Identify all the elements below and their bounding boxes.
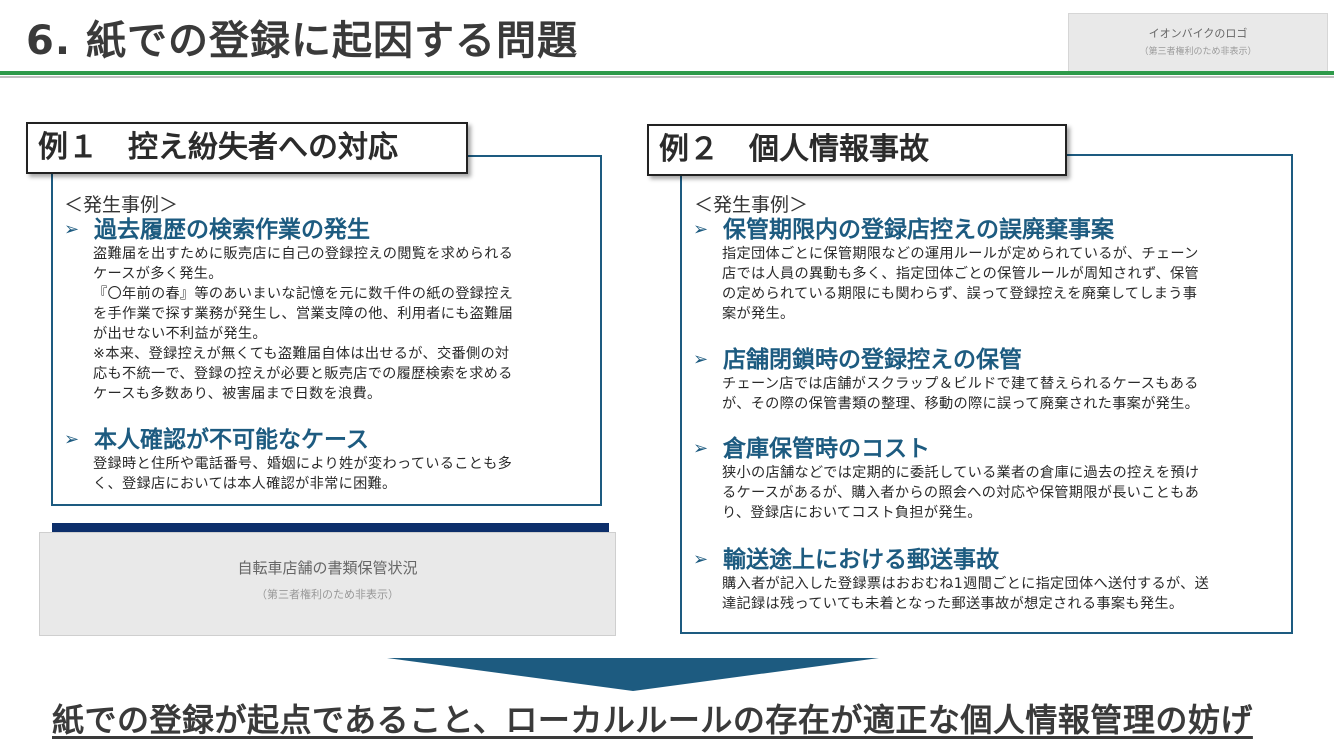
- body-line: が、その際の保管書類の整理、移動の際に誤って廃棄された事案が発生。: [722, 396, 1200, 412]
- body-line: 『〇年前の春』等のあいまいな記憶を元に数千件の紙の登録控え: [93, 286, 514, 302]
- arrow-bullet-icon: ➢: [693, 349, 709, 370]
- header-divider-gray: [0, 76, 1334, 78]
- item-heading-text: 店舗閉鎖時の登録控えの保管: [723, 347, 1022, 373]
- body-line: ※本来、登録控えが無くても盗難届自体は出せるが、交番側の対: [93, 346, 510, 362]
- body-line: ケースが多く発生。: [93, 266, 223, 282]
- body-line: チェーン店では店舗がスクラップ＆ビルドで建て替えられるケースもある: [722, 376, 1199, 392]
- item-body: 盗難届を出すために販売店に自己の登録控えの閲覧を求められる ケースが多く発生。 …: [64, 244, 594, 404]
- item-heading-text: 倉庫保管時のコスト: [723, 436, 930, 462]
- example1-item-search: ➢ 過去履歴の検索作業の発生 盗難届を出すために販売店に自己の登録控えの閲覧を求め…: [64, 216, 594, 404]
- arrow-bullet-icon: ➢: [64, 429, 80, 450]
- logo-placeholder: イオンバイクのロゴ （第三者権利のため非表示）: [1068, 13, 1328, 72]
- item-heading: ➢ 店舗閉鎖時の登録控えの保管: [693, 346, 1288, 374]
- example2-subheading: ＜発生事例＞: [694, 194, 809, 216]
- example2-item-disposal: ➢ 保管期限内の登録店控えの誤廃棄事案 指定団体ごとに保管期限などの運用ルールが定…: [693, 216, 1288, 324]
- item-heading-text: 輸送途上における郵送事故: [723, 547, 999, 573]
- example2-panel: [680, 154, 1293, 634]
- example1-subheading: ＜発生事例＞: [64, 194, 179, 216]
- body-line: ケースも多数あり、被害届まで日数を浪費。: [93, 386, 382, 402]
- body-line: 達記録は残っていても未着となった郵送事故が想定される事案も発生。: [722, 596, 1184, 612]
- item-heading: ➢ 保管期限内の登録店控えの誤廃棄事案: [693, 216, 1288, 244]
- example2-item-closure: ➢ 店舗閉鎖時の登録控えの保管 チェーン店では店舗がスクラップ＆ビルドで建て替えら…: [693, 346, 1288, 414]
- item-heading: ➢ 倉庫保管時のコスト: [693, 435, 1288, 463]
- body-line: く、登録店においては本人確認が非常に困難。: [93, 476, 397, 492]
- example1-tag: 例１ 控え紛失者への対応: [26, 122, 468, 174]
- example2-item-mail: ➢ 輸送途上における郵送事故 購入者が記入した登録票はおおむね1週間ごとに指定団体…: [693, 546, 1288, 614]
- example1-item-identity: ➢ 本人確認が不可能なケース 登録時と住所や電話番号、婚姻により姓が変わっているこ…: [64, 426, 594, 494]
- body-line: 店では人員の異動も多く、指定団体ごとの保管ルールが周知されず、保管: [722, 266, 1199, 282]
- arrow-bullet-icon: ➢: [64, 219, 80, 240]
- conclusion-text: 紙での登録が起点であること、ローカルルールの存在が適正な個人情報管理の妨げ: [52, 701, 1253, 739]
- example1-panel: [51, 155, 602, 506]
- header-divider-green: [0, 71, 1334, 75]
- arrow-bullet-icon: ➢: [693, 549, 709, 570]
- arrow-bullet-icon: ➢: [693, 438, 709, 459]
- example2-tag: 例２ 個人情報事故: [647, 124, 1067, 176]
- item-body: チェーン店では店舗がスクラップ＆ビルドで建て替えられるケースもある が、その際の…: [693, 374, 1288, 414]
- item-heading: ➢ 過去履歴の検索作業の発生: [64, 216, 594, 244]
- body-line: の定められている期限にも関わらず、誤って登録控えを廃棄してしまう事: [722, 286, 1198, 302]
- example2-item-warehouse: ➢ 倉庫保管時のコスト 狭小の店舗などでは定期的に委託している業者の倉庫に過去の控…: [693, 435, 1288, 523]
- photo-placeholder: 自転車店舗の書類保管状況 （第三者権利のため非表示）: [39, 532, 616, 636]
- item-body: 狭小の店舗などでは定期的に委託している業者の倉庫に過去の控えを預け るケースがあ…: [693, 463, 1288, 523]
- body-line: り、登録店においてコスト負担が発生。: [722, 505, 982, 521]
- body-line: 登録時と住所や電話番号、婚姻により姓が変わっていることも多: [93, 456, 513, 472]
- body-line: 応も不統一で、登録の控えが必要と販売店での履歴検索を求める: [93, 366, 513, 382]
- item-heading-text: 過去履歴の検索作業の発生: [94, 217, 370, 243]
- body-line: るケースがあるが、購入者からの照会への対応や保管期限が長いこともあ: [722, 485, 1200, 501]
- logo-note: （第三者権利のため非表示）: [1139, 47, 1257, 57]
- item-heading: ➢ 輸送途上における郵送事故: [693, 546, 1288, 574]
- item-body: 購入者が記入した登録票はおおむね1週間ごとに指定団体へ送付するが、送 達記録は残…: [693, 574, 1288, 614]
- logo-label: イオンバイクのロゴ: [1148, 27, 1248, 40]
- body-line: 狭小の店舗などでは定期的に委託している業者の倉庫に過去の控えを預け: [722, 465, 1200, 481]
- body-line: 案が発生。: [722, 306, 795, 322]
- body-line: を手作業で探す業務が発生し、営業支障の他、利用者にも盗難届: [93, 306, 514, 322]
- page-title: 6. 紙での登録に起因する問題: [26, 18, 578, 64]
- item-heading: ➢ 本人確認が不可能なケース: [64, 426, 594, 454]
- body-line: 盗難届を出すために販売店に自己の登録控えの閲覧を求められる: [93, 246, 514, 262]
- arrow-bullet-icon: ➢: [693, 219, 709, 240]
- item-heading-text: 本人確認が不可能なケース: [94, 427, 369, 453]
- item-body: 登録時と住所や電話番号、婚姻により姓が変わっていることも多 く、登録店においては…: [64, 454, 594, 494]
- body-line: が出せない不利益が発生。: [93, 326, 267, 342]
- down-arrow-icon: [387, 658, 879, 691]
- photo-label: 自転車店舗の書類保管状況: [237, 559, 418, 577]
- item-body: 指定団体ごとに保管期限などの運用ルールが定められているが、チェーン 店では人員の…: [693, 244, 1288, 324]
- body-line: 指定団体ごとに保管期限などの運用ルールが定められているが、チェーン: [722, 246, 1199, 262]
- photo-strip: [52, 523, 609, 533]
- photo-note: （第三者権利のため非表示）: [256, 588, 399, 601]
- item-heading-text: 保管期限内の登録店控えの誤廃棄事案: [723, 217, 1114, 243]
- body-line: 購入者が記入した登録票はおおむね1週間ごとに指定団体へ送付するが、送: [722, 576, 1210, 592]
